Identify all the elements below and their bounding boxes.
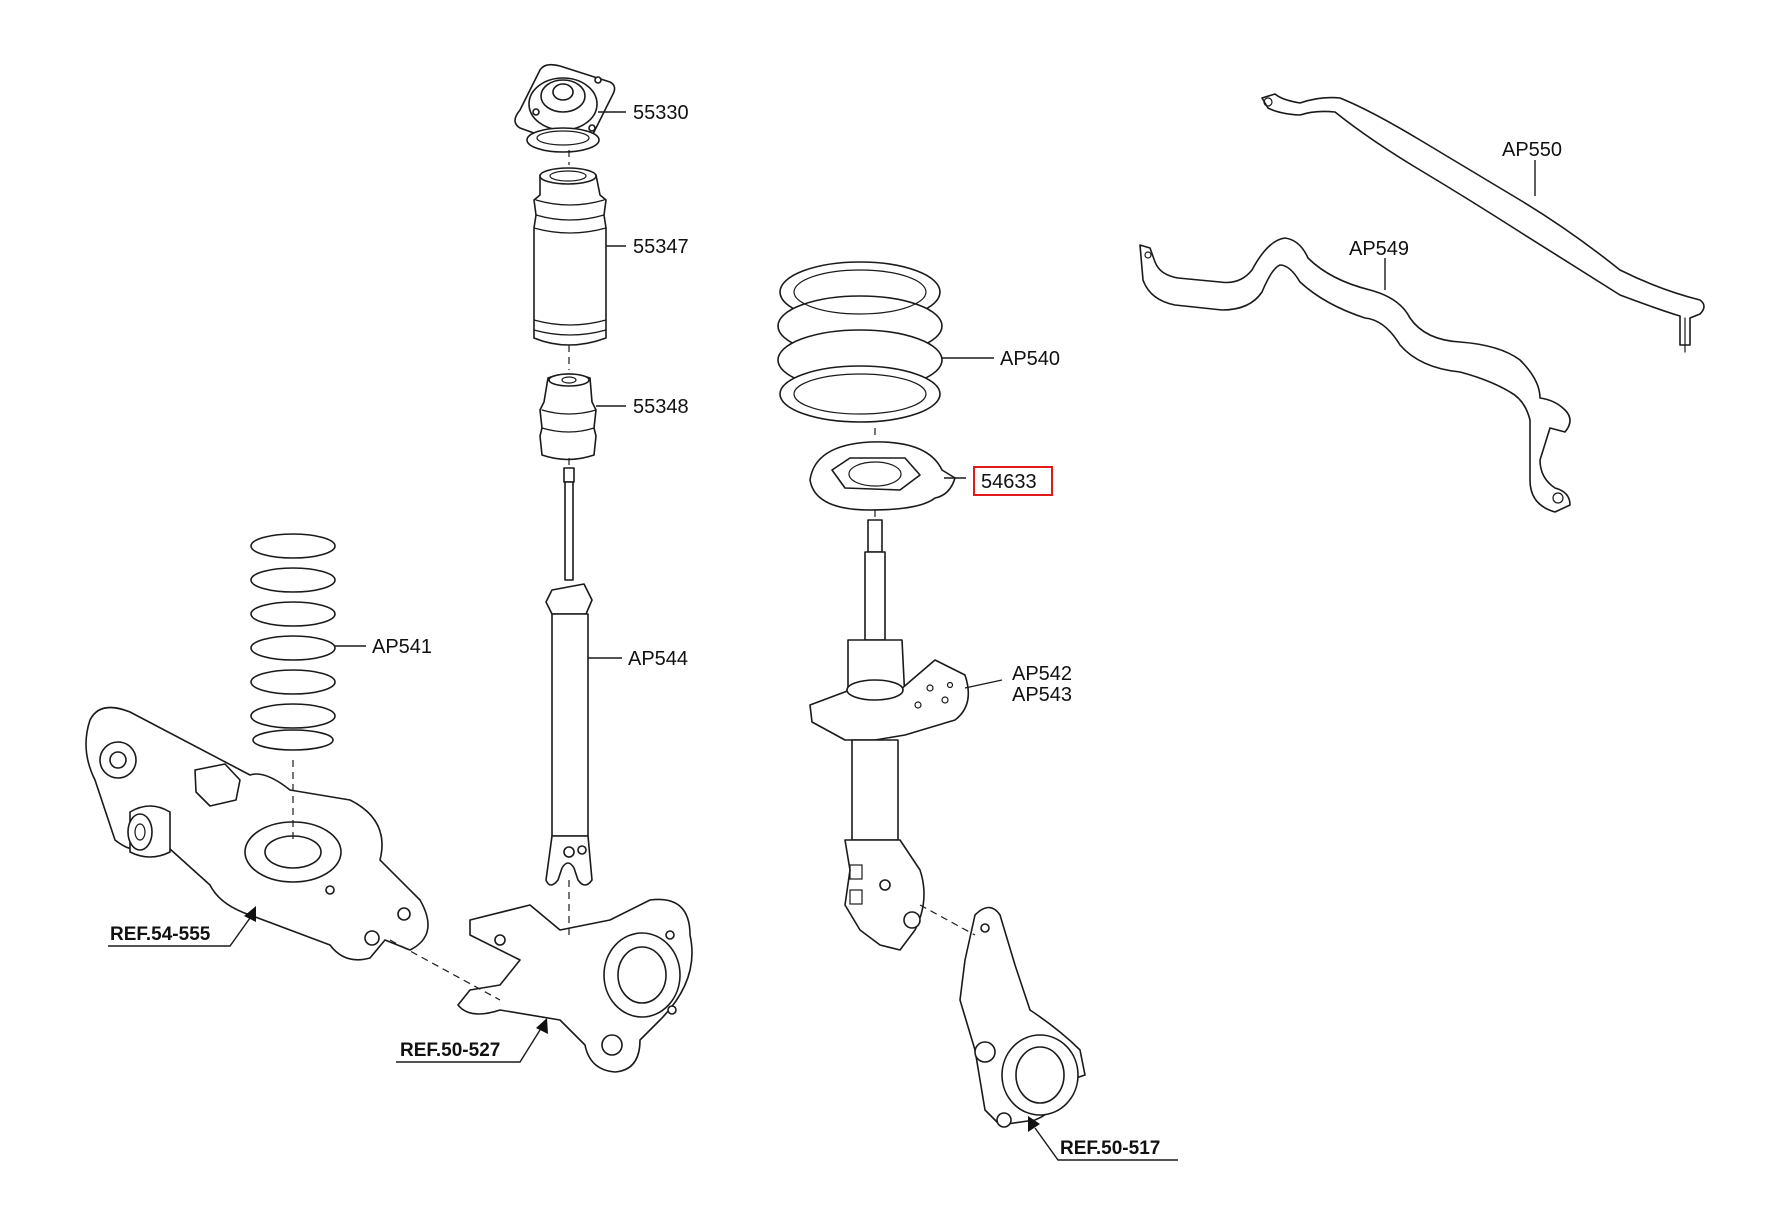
label-55348[interactable]: 55348 (633, 396, 689, 418)
bump-stop-55348 (539, 373, 597, 461)
label-AP540[interactable]: AP540 (1000, 348, 1060, 370)
rear-stabilizer-bar-AP550 (1261, 93, 1705, 353)
front-knuckle (959, 906, 1086, 1128)
top-mount-55330 (514, 63, 616, 153)
label-54633[interactable]: 54633 (981, 471, 1037, 493)
ref-50-517[interactable]: REF.50-517 (1060, 1138, 1160, 1159)
front-stabilizer-bar-AP549 (1139, 237, 1571, 513)
leader-lines (335, 111, 1536, 689)
ref-leader-50-527 (396, 1018, 548, 1063)
rear-coil-spring-AP541 (250, 533, 336, 751)
rear-knuckle (457, 898, 693, 1073)
ref-50-527[interactable]: REF.50-527 (400, 1040, 500, 1061)
label-AP542[interactable]: AP542 (1012, 663, 1072, 685)
label-55347[interactable]: 55347 (633, 236, 689, 258)
highlight-box-54633 (973, 466, 1053, 496)
label-AP544[interactable]: AP544 (628, 648, 688, 670)
label-AP543[interactable]: AP543 (1012, 684, 1072, 706)
shock-absorber-AP544 (545, 467, 593, 886)
front-strut-AP542-AP543 (809, 519, 970, 951)
ref-leader-50-517 (1028, 1116, 1178, 1161)
label-AP541[interactable]: AP541 (372, 636, 432, 658)
label-55330[interactable]: 55330 (633, 102, 689, 124)
rear-lower-arm (85, 706, 429, 961)
front-coil-spring-AP540 (777, 261, 943, 423)
dust-boot-55347 (533, 167, 607, 346)
label-AP549[interactable]: AP549 (1349, 238, 1409, 260)
spring-seat-54633 (809, 441, 956, 511)
ref-54-555[interactable]: REF.54-555 (110, 924, 211, 945)
label-AP550[interactable]: AP550 (1502, 139, 1562, 161)
ref-leader-54-555 (108, 906, 256, 947)
